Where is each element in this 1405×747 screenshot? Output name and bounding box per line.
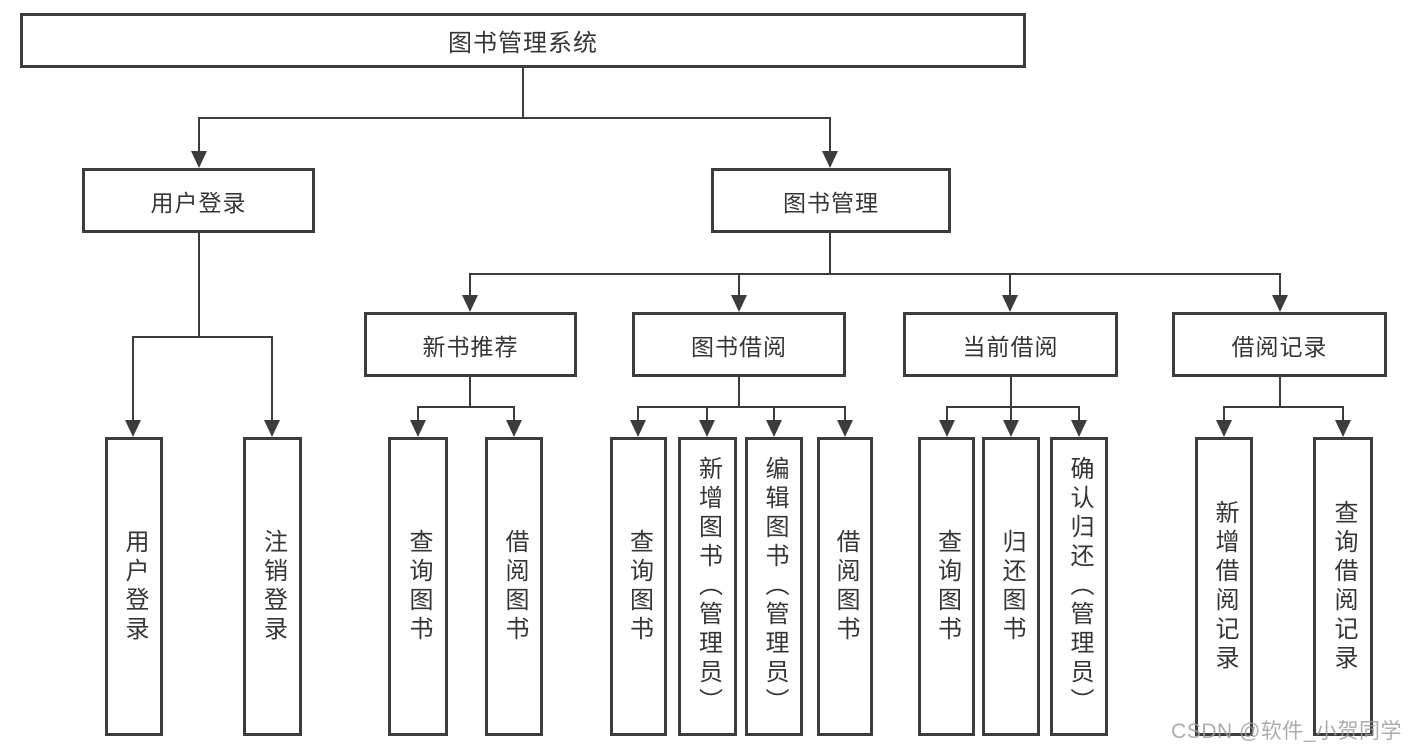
leaf-label: 新增图书（管理员）: [694, 456, 722, 717]
connector-line: [132, 336, 134, 422]
leaf-label: 查询图书: [625, 528, 653, 645]
leaf-label: 借阅图书: [501, 528, 528, 645]
connector-line: [469, 273, 1281, 275]
arrow-down-icon: [462, 295, 478, 312]
node-current-borrow: 当前借阅: [903, 312, 1118, 377]
connector-line: [1078, 406, 1080, 422]
connector-line: [738, 273, 740, 297]
leaf-label: 借阅图书: [832, 528, 859, 645]
connector-line: [829, 117, 831, 153]
connector-line: [417, 406, 515, 408]
node-label: 图书管理: [783, 189, 879, 216]
connector-line: [706, 406, 708, 422]
node-label: 新书推荐: [422, 333, 519, 360]
node-borrow-record: 借阅记录: [1172, 312, 1387, 377]
leaf-borrow-add-admin: 新增图书（管理员）: [678, 437, 737, 736]
connector-line: [132, 336, 273, 338]
leaf-label: 用户登录: [121, 528, 148, 645]
connector-line: [1223, 406, 1344, 408]
arrow-down-icon: [699, 420, 715, 437]
leaf-borrow-query: 查询图书: [610, 437, 667, 736]
leaf-newbook-query: 查询图书: [388, 437, 448, 736]
leaf-label: 确认归还（管理员）: [1066, 456, 1093, 717]
arrow-down-icon: [264, 420, 280, 437]
leaf-record-add: 新增借阅记录: [1195, 437, 1253, 736]
leaf-current-query: 查询图书: [918, 437, 975, 736]
connector-line: [271, 336, 273, 422]
arrow-down-icon: [766, 420, 782, 437]
node-label: 用户登录: [150, 189, 247, 216]
arrow-down-icon: [410, 420, 426, 437]
arrow-down-icon: [1216, 420, 1232, 437]
arrow-down-icon: [822, 151, 838, 168]
connector-line: [513, 406, 515, 422]
connector-line: [469, 376, 471, 408]
leaf-current-return: 归还图书: [982, 437, 1040, 736]
connector-line: [1342, 406, 1344, 422]
arrow-down-icon: [506, 420, 522, 437]
leaf-label: 归还图书: [998, 528, 1025, 645]
arrow-down-icon: [1335, 420, 1351, 437]
node-label: 图书借阅: [691, 333, 787, 360]
csdn-watermark: CSDN @软件_小贺同学: [1171, 720, 1402, 743]
connector-line: [637, 406, 639, 422]
leaf-record-query: 查询借阅记录: [1313, 437, 1373, 736]
arrow-down-icon: [1002, 295, 1018, 312]
leaf-label: 查询借阅记录: [1330, 499, 1357, 674]
connector-line: [1279, 376, 1281, 408]
node-book-borrow: 图书借阅: [632, 312, 846, 377]
arrow-down-icon: [125, 420, 141, 437]
arrow-down-icon: [630, 420, 646, 437]
connector-line: [844, 406, 846, 422]
connector-line: [1010, 406, 1012, 422]
connector-line: [469, 273, 471, 297]
arrow-down-icon: [731, 295, 747, 312]
connector-line: [1009, 273, 1011, 297]
leaf-label: 编辑图书（管理员）: [761, 456, 788, 717]
connector-line: [417, 406, 419, 422]
leaf-current-confirm-admin: 确认归还（管理员）: [1050, 437, 1108, 736]
connector-line: [198, 233, 200, 338]
connector-line: [522, 67, 524, 119]
leaf-newbook-borrow: 借阅图书: [485, 437, 543, 736]
node-user-login: 用户登录: [82, 168, 315, 233]
arrow-down-icon: [1003, 420, 1019, 437]
arrow-down-icon: [191, 151, 207, 168]
connector-line: [198, 117, 831, 119]
connector-line: [738, 376, 740, 408]
leaf-logout: 注销登录: [243, 437, 302, 736]
connector-line: [946, 406, 1080, 408]
arrow-down-icon: [1272, 295, 1288, 312]
node-label: 当前借阅: [962, 333, 1059, 360]
leaf-label: 查询图书: [933, 528, 961, 645]
leaf-borrow-edit-admin: 编辑图书（管理员）: [745, 437, 803, 736]
leaf-user-login: 用户登录: [105, 437, 163, 736]
leaf-borrow-book: 借阅图书: [817, 437, 873, 736]
node-label: 借阅记录: [1231, 333, 1328, 360]
arrow-down-icon: [939, 420, 955, 437]
node-book-management: 图书管理: [711, 168, 951, 233]
leaf-label: 注销登录: [259, 528, 287, 645]
connector-line: [1279, 273, 1281, 297]
node-new-book-recommend: 新书推荐: [364, 312, 577, 377]
connector-line: [1010, 376, 1012, 408]
connector-line: [198, 117, 200, 153]
node-label: 图书管理系统: [448, 30, 598, 57]
arrow-down-icon: [837, 420, 853, 437]
connector-line: [637, 406, 846, 408]
arrow-down-icon: [1071, 420, 1087, 437]
node-root-system: 图书管理系统: [20, 13, 1026, 68]
connector-line: [773, 406, 775, 422]
connector-line: [829, 233, 831, 275]
leaf-label: 查询图书: [405, 528, 432, 645]
leaf-label: 新增借阅记录: [1211, 499, 1238, 674]
connector-line: [1223, 406, 1225, 422]
connector-line: [946, 406, 948, 422]
